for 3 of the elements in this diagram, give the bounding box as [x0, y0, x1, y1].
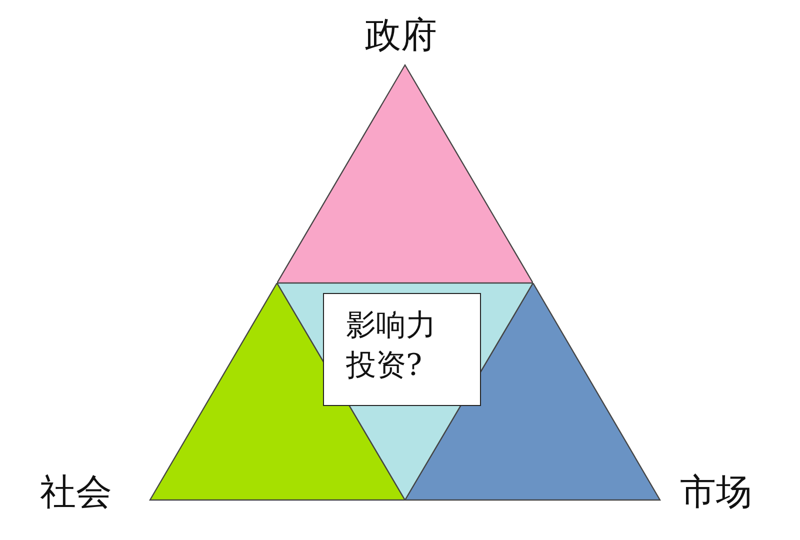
corner-label: 政府: [365, 16, 437, 56]
corner-label: 社会: [40, 473, 112, 513]
corner-label: 市场: [680, 473, 752, 513]
